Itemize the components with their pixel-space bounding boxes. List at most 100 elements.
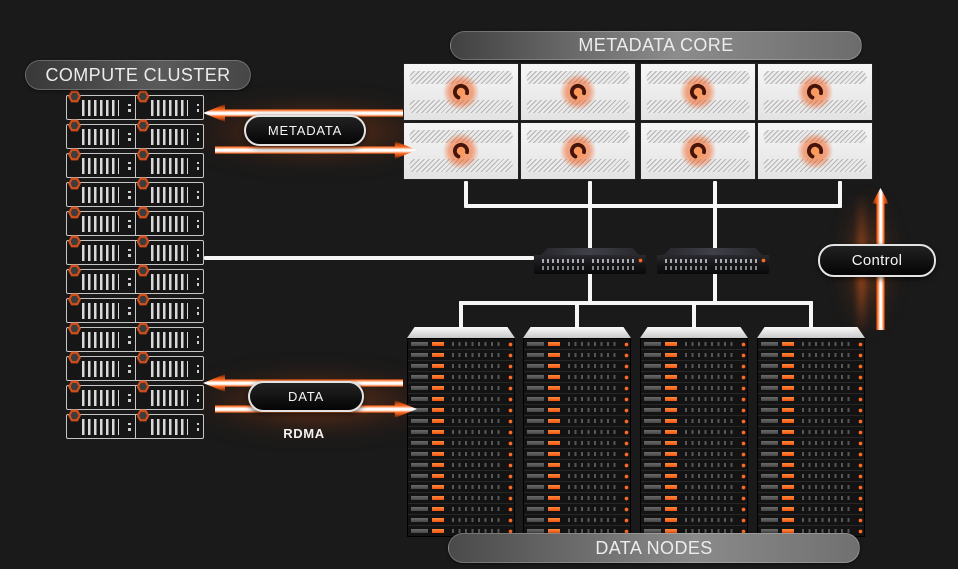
compute-server-unit [67,293,136,322]
led-dots-icon [128,306,131,315]
compute-server-unit [67,380,136,409]
hex-badge-icon [68,380,81,393]
compute-server-unit [67,235,136,264]
pure-storage-logo-icon [569,83,587,101]
switch-top-face [657,248,769,255]
vent-bars-icon [150,99,188,116]
compute-server-unit [67,206,136,235]
rack-slot [641,339,747,349]
vent-bars-icon [82,331,119,348]
rack-slot [524,404,630,415]
rack-slot [408,459,514,470]
connection-line [838,181,842,207]
compute-server-row [66,351,204,381]
led-dots-icon [196,219,199,228]
rack-slot [641,470,747,481]
vent-bars-icon [150,186,188,203]
logo-glow [560,74,596,110]
hex-badge-icon [136,148,150,161]
vent-bars-icon [82,360,119,377]
hex-badge-icon [68,322,81,335]
rack-slot [408,503,514,514]
control-flow-label: Control [818,244,936,277]
hex-badge-icon [68,293,81,306]
connection-line [588,181,592,207]
hex-badge-icon [136,90,150,103]
rack-slot [524,525,630,536]
rack-slot [641,382,747,393]
rack-slot [641,404,747,415]
compute-server-unit [136,119,204,148]
rack-slot [758,382,864,393]
vent-bars-icon [150,360,188,377]
pure-storage-logo-icon [569,142,587,160]
led-dots-icon [128,132,131,141]
rack-slot [758,514,864,525]
compute-server-unit [136,177,204,206]
hex-badge-icon [136,409,150,422]
pure-storage-logo-icon [452,142,470,160]
rack-slot [408,404,514,415]
rack-top-face [640,327,748,338]
led-dots-icon [196,132,199,141]
rack-slot [524,339,630,349]
hex-badge-icon [136,235,150,248]
vent-bars-icon [150,302,188,319]
pure-storage-logo-icon [452,83,470,101]
vent-bars-icon [82,186,119,203]
compute-server-unit [136,90,204,119]
connection-line [692,301,696,330]
compute-server-unit [136,148,204,177]
hex-badge-icon [136,264,150,277]
network-switch [657,248,769,274]
logo-glow [443,133,479,169]
rack-slot [524,459,630,470]
rack-slot [758,459,864,470]
pure-storage-logo-icon [689,83,707,101]
connection-line [204,256,534,260]
rack-slot [408,470,514,481]
hex-badge-icon [68,206,81,219]
rack-slot [408,448,514,459]
hex-badge-icon [136,322,150,335]
rack-slot [524,393,630,404]
rack-slot [641,437,747,448]
compute-server-unit [136,351,204,380]
vent-bars-icon [82,157,119,174]
rack-slot [641,459,747,470]
rack-slot [641,371,747,382]
vent-bars-icon [150,418,188,435]
vent-bars-icon [150,273,188,290]
connection-line [588,272,592,305]
vent-bars-icon [150,389,188,406]
compute-server-unit [67,177,136,206]
metadata-controller-unit [403,63,519,121]
rack-slot [524,503,630,514]
hex-badge-icon [68,177,81,190]
compute-server-unit [67,322,136,351]
connection-line [464,204,842,208]
rack-slot [641,448,747,459]
data-nodes-label-text: DATA NODES [595,537,713,558]
compute-server-unit [136,322,204,351]
connection-line [809,301,813,330]
rack-slot [758,470,864,481]
metadata-flow-label-text: METADATA [267,123,343,138]
rack-body [523,338,631,537]
rack-top-face [407,327,515,338]
led-dots-icon [128,393,131,402]
compute-server-unit [136,206,204,235]
rack-slot [758,525,864,536]
rack-slot [408,339,514,349]
connection-line [588,204,592,252]
connection-line [459,301,463,330]
metadata-controller-unit [520,63,636,121]
led-dots-icon [196,161,199,170]
compute-server-row [66,409,204,439]
led-dots-icon [128,161,131,170]
rack-slot [408,349,514,360]
led-dots-icon [196,277,199,286]
rack-slot [758,349,864,360]
rack-slot [758,360,864,371]
